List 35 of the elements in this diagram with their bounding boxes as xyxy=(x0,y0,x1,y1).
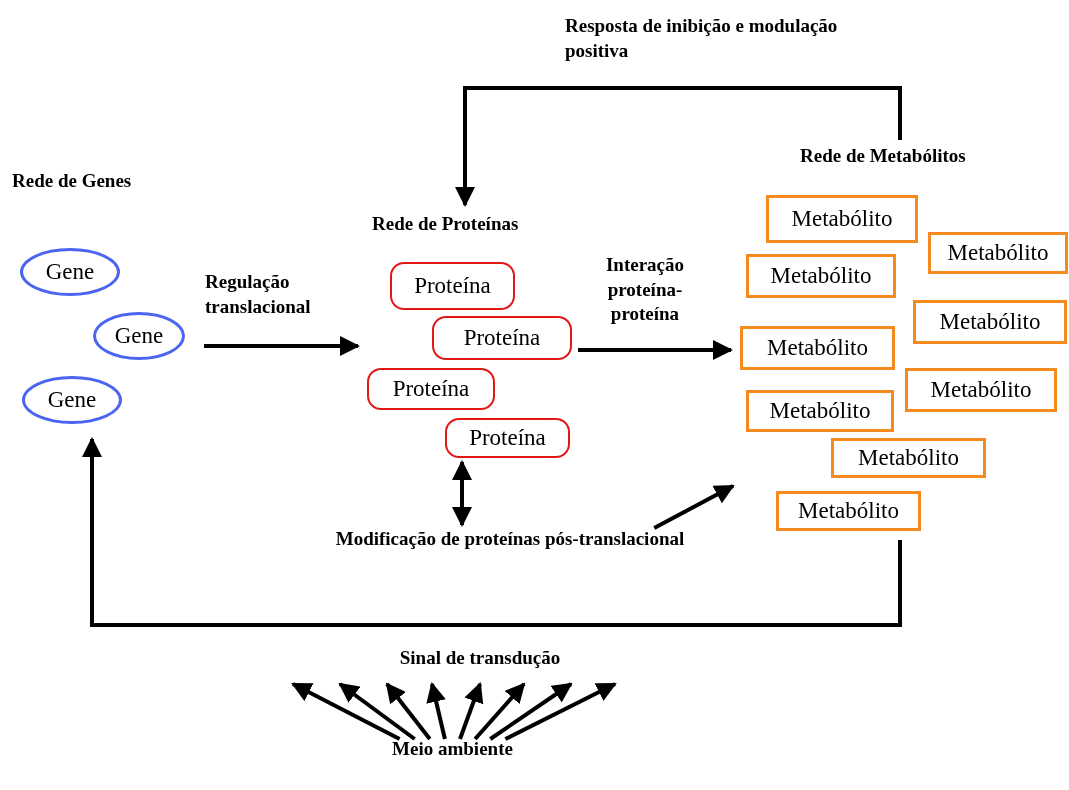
metabolite-box: Metabólito xyxy=(766,195,918,243)
annotation-text: Modificação de proteínas pós-translacional xyxy=(320,528,700,598)
arrow xyxy=(452,460,472,527)
group-heading: Rede de Proteínas xyxy=(372,213,519,235)
metabolite-box: Metabólito xyxy=(776,491,921,531)
arrow xyxy=(338,682,416,741)
arrow xyxy=(489,682,573,741)
metabolite-box: Metabólito xyxy=(905,368,1057,412)
arrow xyxy=(385,682,432,741)
arrow xyxy=(653,484,735,530)
protein-box: Proteína xyxy=(367,368,495,410)
arrow xyxy=(473,682,526,741)
arrow xyxy=(82,437,902,627)
gene-ellipse: Gene xyxy=(20,248,120,296)
gene-ellipse: Gene xyxy=(93,312,185,360)
metabolite-box: Metabólito xyxy=(746,254,896,298)
protein-box: Proteína xyxy=(445,418,570,458)
metabolite-box: Metabólito xyxy=(928,232,1068,274)
protein-box: Proteína xyxy=(390,262,515,310)
arrow xyxy=(426,682,447,740)
metabolite-box: Metabólito xyxy=(831,438,986,478)
group-heading: Rede de Metabólitos xyxy=(800,145,966,167)
metabolite-box: Metabólito xyxy=(913,300,1067,344)
metabolite-box: Metabólito xyxy=(740,326,895,370)
arrow xyxy=(504,682,617,741)
protein-box: Proteína xyxy=(432,316,572,360)
arrow xyxy=(204,336,360,356)
arrow xyxy=(578,340,733,360)
caption-text: Meio ambiente xyxy=(280,738,625,782)
arrow xyxy=(291,682,401,741)
arrow xyxy=(455,86,902,207)
metabolite-box: Metabólito xyxy=(746,390,894,432)
group-heading: Rede de Genes xyxy=(12,170,132,192)
arrow xyxy=(458,682,484,740)
gene-ellipse: Gene xyxy=(22,376,122,424)
